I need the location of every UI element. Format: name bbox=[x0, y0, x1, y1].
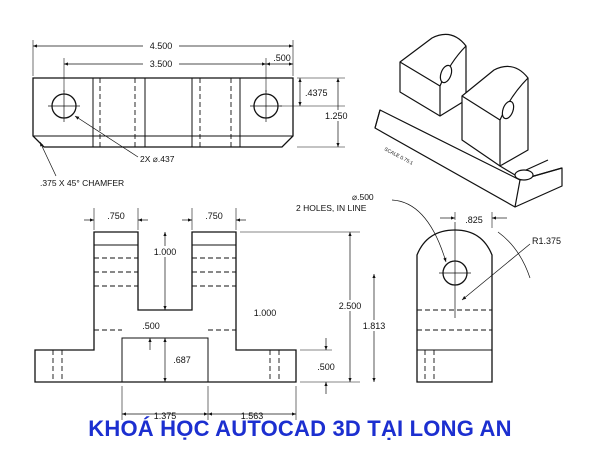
iso-scale-note: SCALE 0.75:1 bbox=[383, 146, 414, 166]
note-holes: 2X ⌀.437 bbox=[140, 154, 175, 164]
top-view-outline bbox=[32, 77, 294, 148]
dim-center-gap: .687 bbox=[173, 355, 191, 365]
isometric-view bbox=[374, 33, 563, 208]
front-view bbox=[34, 208, 376, 420]
dim-slot-depth: 1.000 bbox=[154, 247, 177, 257]
dim-overall-depth: 1.250 bbox=[325, 111, 348, 121]
dim-base-height: .500 bbox=[317, 362, 335, 372]
dim-overall-height: 2.500 bbox=[339, 301, 362, 311]
top-view-dimensions: 4.500 3.500 .500 .4375 1.250 2X ⌀.437 .3… bbox=[40, 40, 356, 188]
side-view-outline bbox=[416, 229, 493, 383]
dim-right-upright: .750 bbox=[205, 211, 223, 221]
side-view-dimensions: ⌀.500 2 HOLES, IN LINE .825 R1.375 bbox=[296, 192, 561, 246]
dim-hole-spacing: 3.500 bbox=[150, 59, 173, 69]
dim-side-step: 1.000 bbox=[254, 308, 277, 318]
dim-hole-to-edge: .4375 bbox=[305, 88, 328, 98]
note-holes-in-line: 2 HOLES, IN LINE bbox=[296, 203, 367, 213]
front-view-outline bbox=[34, 231, 297, 383]
dim-radius: R1.375 bbox=[532, 236, 561, 246]
note-chamfer: .375 X 45° CHAMFER bbox=[40, 178, 124, 188]
dim-hole-height: 1.813 bbox=[363, 321, 386, 331]
dim-half-width: .825 bbox=[465, 215, 483, 225]
dim-left-upright: .750 bbox=[107, 211, 125, 221]
dim-center-block: .500 bbox=[142, 321, 160, 331]
dim-bottom-right: 1.563 bbox=[241, 411, 264, 421]
front-view-dimensions: .750 .750 1.000 1.000 .500 .687 .500 2.5… bbox=[107, 211, 391, 421]
note-hole-size: ⌀.500 bbox=[352, 192, 374, 202]
dim-bottom-left: 1.375 bbox=[154, 411, 177, 421]
dim-edge-to-hole: .500 bbox=[273, 53, 291, 63]
top-view bbox=[32, 40, 345, 177]
course-banner-title: KHOÁ HỌC AUTOCAD 3D TẠI LONG AN bbox=[88, 416, 512, 441]
side-view bbox=[391, 199, 531, 383]
dim-overall-width: 4.500 bbox=[150, 41, 173, 51]
